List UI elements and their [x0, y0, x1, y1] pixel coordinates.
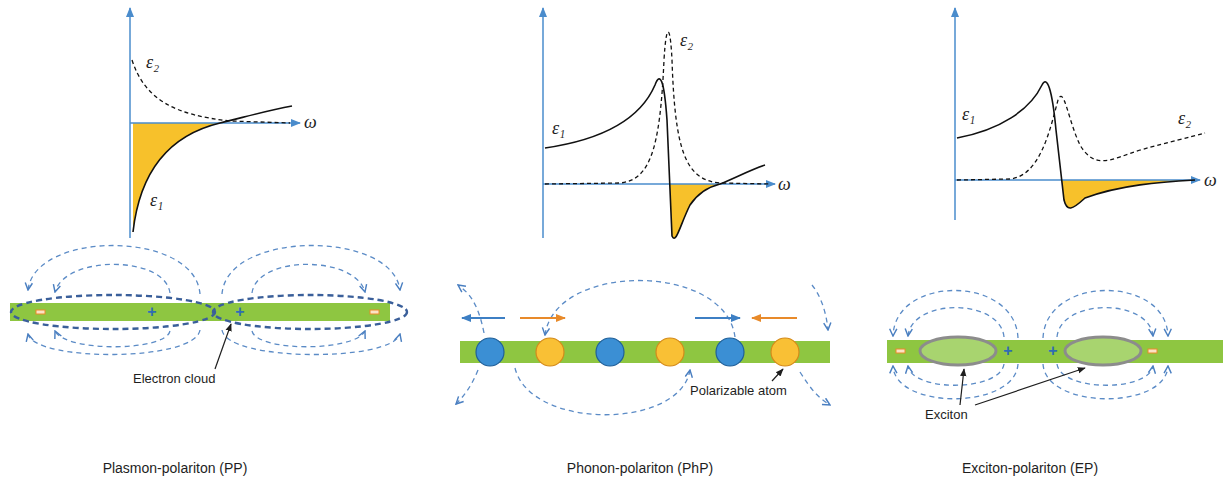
- axis-symbol: ε₂: [680, 30, 693, 51]
- exciton-shape: [1065, 337, 1141, 365]
- field-line: [800, 372, 830, 405]
- field-line: [28, 245, 200, 294]
- plasmon-illustration: [10, 245, 407, 369]
- leader-line: [975, 368, 1085, 405]
- field-line: [55, 264, 170, 293]
- axis-symbol: ε₁: [962, 104, 975, 125]
- field-line: [1043, 364, 1168, 399]
- plasmon-plot: [130, 8, 300, 238]
- negative-area: [670, 184, 720, 238]
- minus-sign: [896, 349, 905, 353]
- atom: [716, 338, 744, 366]
- eps1-curve: [133, 106, 292, 232]
- eps1-curve: [545, 79, 765, 238]
- minus-sign: [36, 310, 45, 314]
- atom: [596, 338, 624, 366]
- displacement-arrow: [752, 317, 797, 319]
- y-axis: [542, 8, 544, 238]
- field-line: [893, 364, 1018, 399]
- field-line: [515, 368, 690, 415]
- x-axis: [955, 179, 1200, 181]
- axis-symbol: ε₂: [1178, 108, 1191, 129]
- field-lines: [893, 290, 1168, 398]
- field-line: [252, 331, 365, 347]
- field-lines: [28, 245, 400, 354]
- field-line: [222, 245, 400, 294]
- exciton-illustration: [887, 290, 1223, 405]
- field-line: [28, 330, 200, 355]
- phonon-illustration: [456, 280, 830, 414]
- axis-symbol: ε₂: [146, 52, 159, 73]
- leader-line: [960, 369, 964, 405]
- film-bar: [10, 303, 390, 321]
- field-line: [908, 364, 1004, 385]
- electron-cloud: [11, 295, 215, 329]
- field-line: [908, 308, 1004, 337]
- leader-line: [215, 324, 231, 369]
- field-line: [1057, 308, 1153, 337]
- panel-caption: Exciton-polariton (EP): [962, 460, 1098, 476]
- panel-caption: Plasmon-polariton (PP): [103, 460, 248, 476]
- part-label: Polarizable atom: [690, 384, 787, 399]
- displacement-arrow: [462, 317, 505, 319]
- field-line: [55, 331, 170, 347]
- minus-sign: [370, 310, 379, 314]
- field-line: [252, 264, 365, 293]
- field-line: [1043, 290, 1168, 338]
- electron-cloud: [213, 295, 407, 329]
- atom: [656, 338, 684, 366]
- field-line: [456, 370, 478, 404]
- exciton-plot: [955, 8, 1205, 220]
- panel-caption: Phonon-polariton (PhP): [567, 460, 713, 476]
- exciton-shape: [920, 337, 996, 365]
- leader-line: [772, 369, 783, 381]
- negative-area: [133, 123, 220, 232]
- charge-sign: +: [1003, 342, 1012, 360]
- displacement-arrow: [520, 317, 565, 319]
- axis-symbol: ω: [1204, 170, 1217, 191]
- y-axis: [954, 8, 956, 220]
- part-label: Exciton: [925, 408, 968, 423]
- charge-sign: +: [235, 303, 244, 321]
- field-line: [458, 285, 484, 333]
- displacement-arrow: [695, 317, 740, 319]
- minus-sign: [1148, 349, 1157, 353]
- axis-symbol: ω: [778, 174, 791, 195]
- atom: [536, 338, 564, 366]
- atom: [771, 338, 799, 366]
- axis-symbol: ω: [304, 112, 317, 133]
- charge-sign: +: [147, 303, 156, 321]
- part-label: Electron cloud: [133, 372, 215, 387]
- field-line: [222, 330, 400, 355]
- atom: [476, 338, 504, 366]
- axis-symbol: ε₁: [552, 118, 565, 139]
- field-line: [812, 285, 828, 330]
- phonon-plot: [543, 8, 775, 238]
- field-lines: [456, 280, 830, 414]
- charge-sign: +: [1048, 342, 1057, 360]
- field-line: [1057, 364, 1153, 385]
- negative-area: [1062, 180, 1195, 208]
- eps2-curve: [957, 96, 1205, 180]
- field-line: [545, 280, 735, 337]
- eps2-curve: [545, 32, 770, 184]
- axis-symbol: ε₁: [150, 190, 163, 211]
- field-line: [893, 290, 1018, 338]
